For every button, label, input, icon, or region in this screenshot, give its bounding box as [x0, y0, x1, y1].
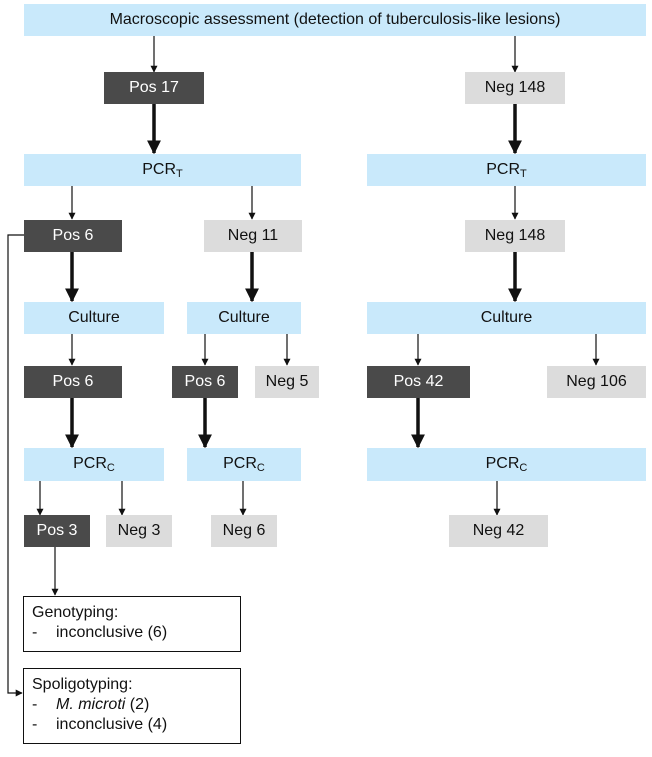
- pcrt-left-node: PCRT: [24, 154, 301, 186]
- culture-right-pos-node: Pos 42: [367, 366, 470, 398]
- pcrc-a-pos-label: Pos 3: [36, 522, 78, 539]
- culture-right-pos-label: Pos 42: [393, 373, 444, 390]
- spoligotyping-item-bullet: -: [32, 716, 38, 733]
- spoligotyping-box: Spoligotyping: - M. microti (2) - inconc…: [23, 668, 241, 744]
- pcrt-right-label: PCRT: [486, 160, 527, 180]
- pcrt-neg-right-node: Neg 148: [465, 220, 565, 252]
- pcrt-neg-right-label: Neg 148: [484, 227, 546, 244]
- pcrt-neg-left-label: Neg 11: [227, 227, 279, 244]
- pcrc-right-label: PCRC: [485, 455, 528, 474]
- pcrt-left-label: PCRT: [142, 160, 183, 180]
- culture-right-neg-node: Neg 106: [547, 366, 646, 398]
- macro-pos-label: Pos 17: [129, 79, 179, 96]
- culture-b-node: Culture: [187, 302, 301, 334]
- spoligotyping-item-text: M. microti (2): [56, 695, 149, 715]
- pcrc-right-neg-label: Neg 42: [472, 522, 525, 539]
- macroscopic-assessment-node: Macroscopic assessment (detection of tub…: [24, 4, 646, 36]
- pcrt-neg-left-node: Neg 11: [204, 220, 302, 252]
- arrow-pos6-spoligotyping: [7, 234, 24, 697]
- macro-neg-node: Neg 148: [465, 72, 565, 104]
- spoligotyping-item: - inconclusive (4): [32, 715, 232, 735]
- culture-right-node: Culture: [367, 302, 646, 334]
- pcrc-a-neg-label: Neg 3: [117, 522, 161, 539]
- macro-pos-node: Pos 17: [104, 72, 204, 104]
- genotyping-item: - inconclusive (6): [32, 623, 232, 643]
- pcrc-b-neg-node: Neg 6: [211, 515, 277, 547]
- macro-neg-label: Neg 148: [484, 79, 546, 96]
- pcrc-a-label: PCRC: [73, 455, 115, 474]
- spoligotyping-item-bullet: -: [32, 696, 38, 713]
- genotyping-item-bullet: -: [32, 624, 38, 641]
- pcrc-b-neg-label: Neg 6: [222, 522, 266, 539]
- culture-b-pos-label: Pos 6: [184, 373, 226, 390]
- spoligotyping-item: - M. microti (2): [32, 695, 232, 715]
- species-name: M. microti: [56, 696, 126, 713]
- pcrt-pos-node: Pos 6: [24, 220, 122, 252]
- pcrc-a-node: PCRC: [24, 448, 164, 481]
- culture-a-pos-label: Pos 6: [52, 373, 94, 390]
- pcrt-pos-label: Pos 6: [52, 227, 94, 244]
- pcrc-b-node: PCRC: [187, 448, 301, 481]
- culture-a-node: Culture: [24, 302, 164, 334]
- culture-a-pos-node: Pos 6: [24, 366, 122, 398]
- species-count: (2): [129, 696, 150, 713]
- culture-b-pos-node: Pos 6: [172, 366, 238, 398]
- genotyping-box: Genotyping: - inconclusive (6): [23, 596, 241, 652]
- pcrc-a-neg-node: Neg 3: [106, 515, 172, 547]
- pcrc-a-pos-node: Pos 3: [24, 515, 90, 547]
- culture-b-neg-node: Neg 5: [255, 366, 319, 398]
- macroscopic-assessment-label: Macroscopic assessment (detection of tub…: [109, 11, 561, 28]
- pcrc-b-label: PCRC: [223, 455, 265, 474]
- culture-right-neg-label: Neg 106: [566, 373, 627, 390]
- pcrt-right-node: PCRT: [367, 154, 646, 186]
- culture-b-label: Culture: [218, 309, 270, 326]
- pcrc-right-neg-node: Neg 42: [449, 515, 548, 547]
- culture-right-label: Culture: [480, 309, 533, 326]
- culture-a-label: Culture: [68, 309, 120, 326]
- spoligotyping-heading: Spoligotyping:: [32, 676, 133, 693]
- genotyping-heading: Genotyping:: [32, 604, 119, 621]
- spoligotyping-item-text: inconclusive (4): [56, 716, 168, 733]
- culture-b-neg-label: Neg 5: [265, 373, 309, 390]
- genotyping-item-text: inconclusive (6): [56, 624, 168, 641]
- pcrc-right-node: PCRC: [367, 448, 646, 481]
